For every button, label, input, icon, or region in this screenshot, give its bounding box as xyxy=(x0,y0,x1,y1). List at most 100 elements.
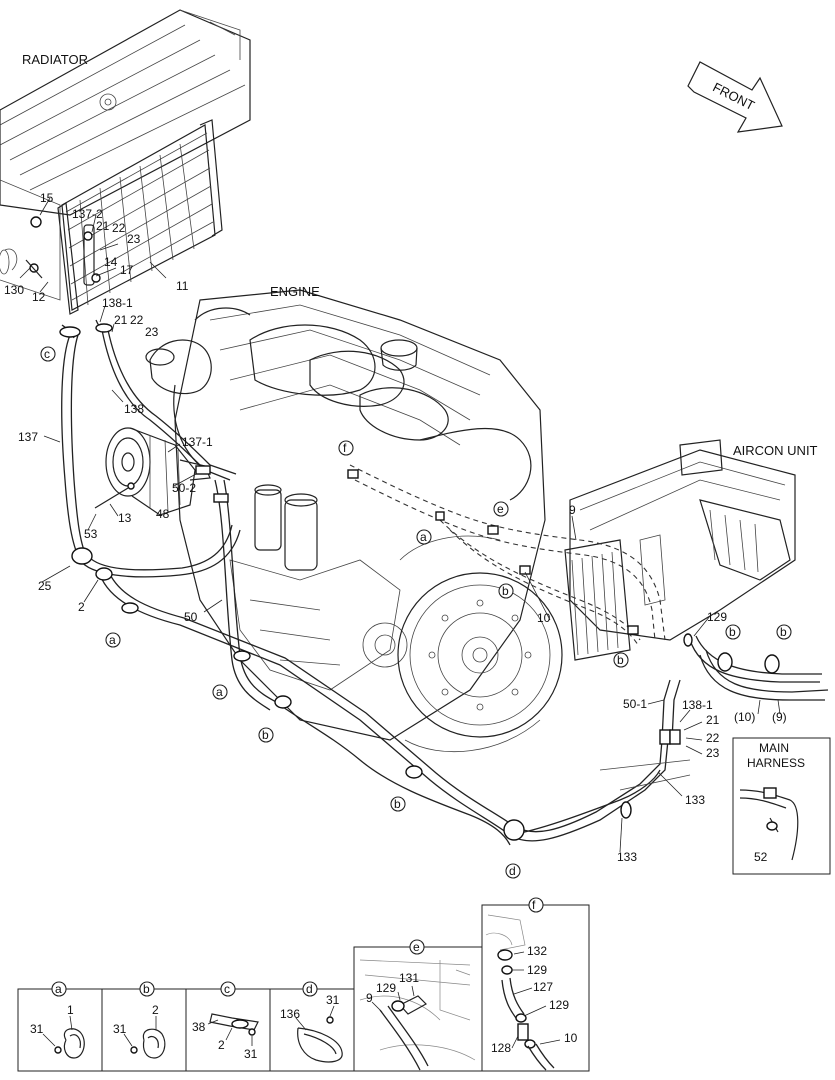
part-22: 22 xyxy=(112,221,126,235)
aircon-unit-drawing xyxy=(564,439,796,661)
detail-f: f 132 129 127 129 128 10 xyxy=(481,897,590,1072)
part-23: 23 xyxy=(127,232,141,246)
svg-text:f: f xyxy=(343,441,347,455)
part-130: 130 xyxy=(4,283,24,297)
svg-text:129: 129 xyxy=(549,998,569,1012)
svg-text:31: 31 xyxy=(30,1022,44,1036)
svg-text:b: b xyxy=(780,625,787,639)
front-label: FRONT xyxy=(710,79,757,113)
callout-circles: c f e a b a a b b d b b b xyxy=(40,346,792,879)
svg-text:128: 128 xyxy=(491,1041,511,1055)
callout-a2: a xyxy=(105,632,121,648)
part-50-2: 50-2 xyxy=(172,481,196,495)
callout-d: d xyxy=(505,863,521,879)
part-2: 2 xyxy=(78,600,85,614)
callout-b6: b xyxy=(776,624,792,640)
svg-text:31: 31 xyxy=(326,993,340,1007)
refrigerant-hoses xyxy=(61,319,829,846)
detail-d: d 136 31 xyxy=(269,981,355,1072)
part-9-paren: (9) xyxy=(772,710,787,724)
svg-text:1: 1 xyxy=(67,1003,74,1017)
part-133: 133 xyxy=(685,793,705,807)
part-21b: 21 xyxy=(114,313,128,327)
main-harness-inset: MAIN HARNESS 52 xyxy=(732,737,831,875)
svg-text:10: 10 xyxy=(564,1031,578,1045)
part-22c: 22 xyxy=(706,731,720,745)
svg-text:e: e xyxy=(413,940,420,954)
leader-lines xyxy=(19,197,781,857)
part-number-labels: 15 137-2 21 22 23 14 17 130 12 11 138-1 … xyxy=(4,191,787,864)
svg-text:c: c xyxy=(224,982,230,996)
front-arrow: FRONT xyxy=(687,61,783,133)
svg-text:d: d xyxy=(509,864,516,878)
svg-text:2: 2 xyxy=(152,1003,159,1017)
callout-e: e xyxy=(493,501,509,517)
part-15: 15 xyxy=(40,191,54,205)
svg-text:a: a xyxy=(55,982,62,996)
part-21: 21 xyxy=(96,219,110,233)
detail-b: b 31 2 xyxy=(101,981,187,1072)
main-harness-label-1: MAIN xyxy=(759,741,789,755)
detail-c: c 38 2 31 xyxy=(185,981,271,1072)
part-13: 13 xyxy=(118,511,132,525)
svg-text:c: c xyxy=(44,347,50,361)
svg-text:131: 131 xyxy=(399,971,419,985)
part-53: 53 xyxy=(84,527,98,541)
svg-text:e: e xyxy=(497,502,504,516)
svg-text:9: 9 xyxy=(366,991,373,1005)
part-14: 14 xyxy=(104,255,118,269)
svg-text:b: b xyxy=(394,797,401,811)
part-9: 9 xyxy=(569,503,576,517)
svg-text:a: a xyxy=(216,685,223,699)
svg-text:b: b xyxy=(143,982,150,996)
part-22b: 22 xyxy=(130,313,144,327)
part-137-2: 137-2 xyxy=(72,207,103,221)
part-48: 48 xyxy=(156,507,170,521)
part-21c: 21 xyxy=(706,713,720,727)
svg-text:127: 127 xyxy=(533,980,553,994)
part-138-1b: 138-1 xyxy=(682,698,713,712)
part-10-paren: (10) xyxy=(734,710,755,724)
callout-f: f xyxy=(338,440,354,456)
part-133b: 133 xyxy=(617,850,637,864)
svg-text:129: 129 xyxy=(376,981,396,995)
engine-drawing xyxy=(145,289,563,753)
svg-text:132: 132 xyxy=(527,944,547,958)
callout-b3: b xyxy=(390,796,406,812)
part-129: 129 xyxy=(707,610,727,624)
svg-text:31: 31 xyxy=(244,1047,258,1061)
svg-text:38: 38 xyxy=(192,1020,206,1034)
detail-a: a 31 1 xyxy=(17,981,103,1072)
compressor-drawing xyxy=(94,427,211,516)
svg-text:b: b xyxy=(729,625,736,639)
main-harness-label-2: HARNESS xyxy=(747,756,805,770)
part-138: 138 xyxy=(124,402,144,416)
callout-b5: b xyxy=(725,624,741,640)
part-10: 10 xyxy=(537,611,551,625)
svg-text:2: 2 xyxy=(218,1038,225,1052)
callout-b4: b xyxy=(613,652,629,668)
hose-clamps xyxy=(59,323,780,841)
part-23b: 23 xyxy=(145,325,159,339)
engine-label: ENGINE xyxy=(270,284,320,299)
svg-text:129: 129 xyxy=(527,963,547,977)
svg-text:b: b xyxy=(617,653,624,667)
part-137: 137 xyxy=(18,430,38,444)
callout-b1: b xyxy=(498,583,514,599)
part-137-1: 137-1 xyxy=(182,435,213,449)
part-17: 17 xyxy=(120,263,134,277)
radiator-drawing xyxy=(0,9,251,315)
part-52: 52 xyxy=(754,850,768,864)
svg-text:b: b xyxy=(502,584,509,598)
callout-a3: a xyxy=(212,684,228,700)
part-11: 11 xyxy=(176,279,189,293)
part-50: 50 xyxy=(184,610,198,624)
svg-text:f: f xyxy=(532,898,536,912)
aircon-unit-label: AIRCON UNIT xyxy=(733,443,818,458)
detail-e: e 9 129 131 xyxy=(353,939,483,1072)
callout-a1: a xyxy=(416,529,432,545)
svg-text:a: a xyxy=(109,633,116,647)
part-50-1: 50-1 xyxy=(623,697,647,711)
svg-text:a: a xyxy=(420,530,427,544)
